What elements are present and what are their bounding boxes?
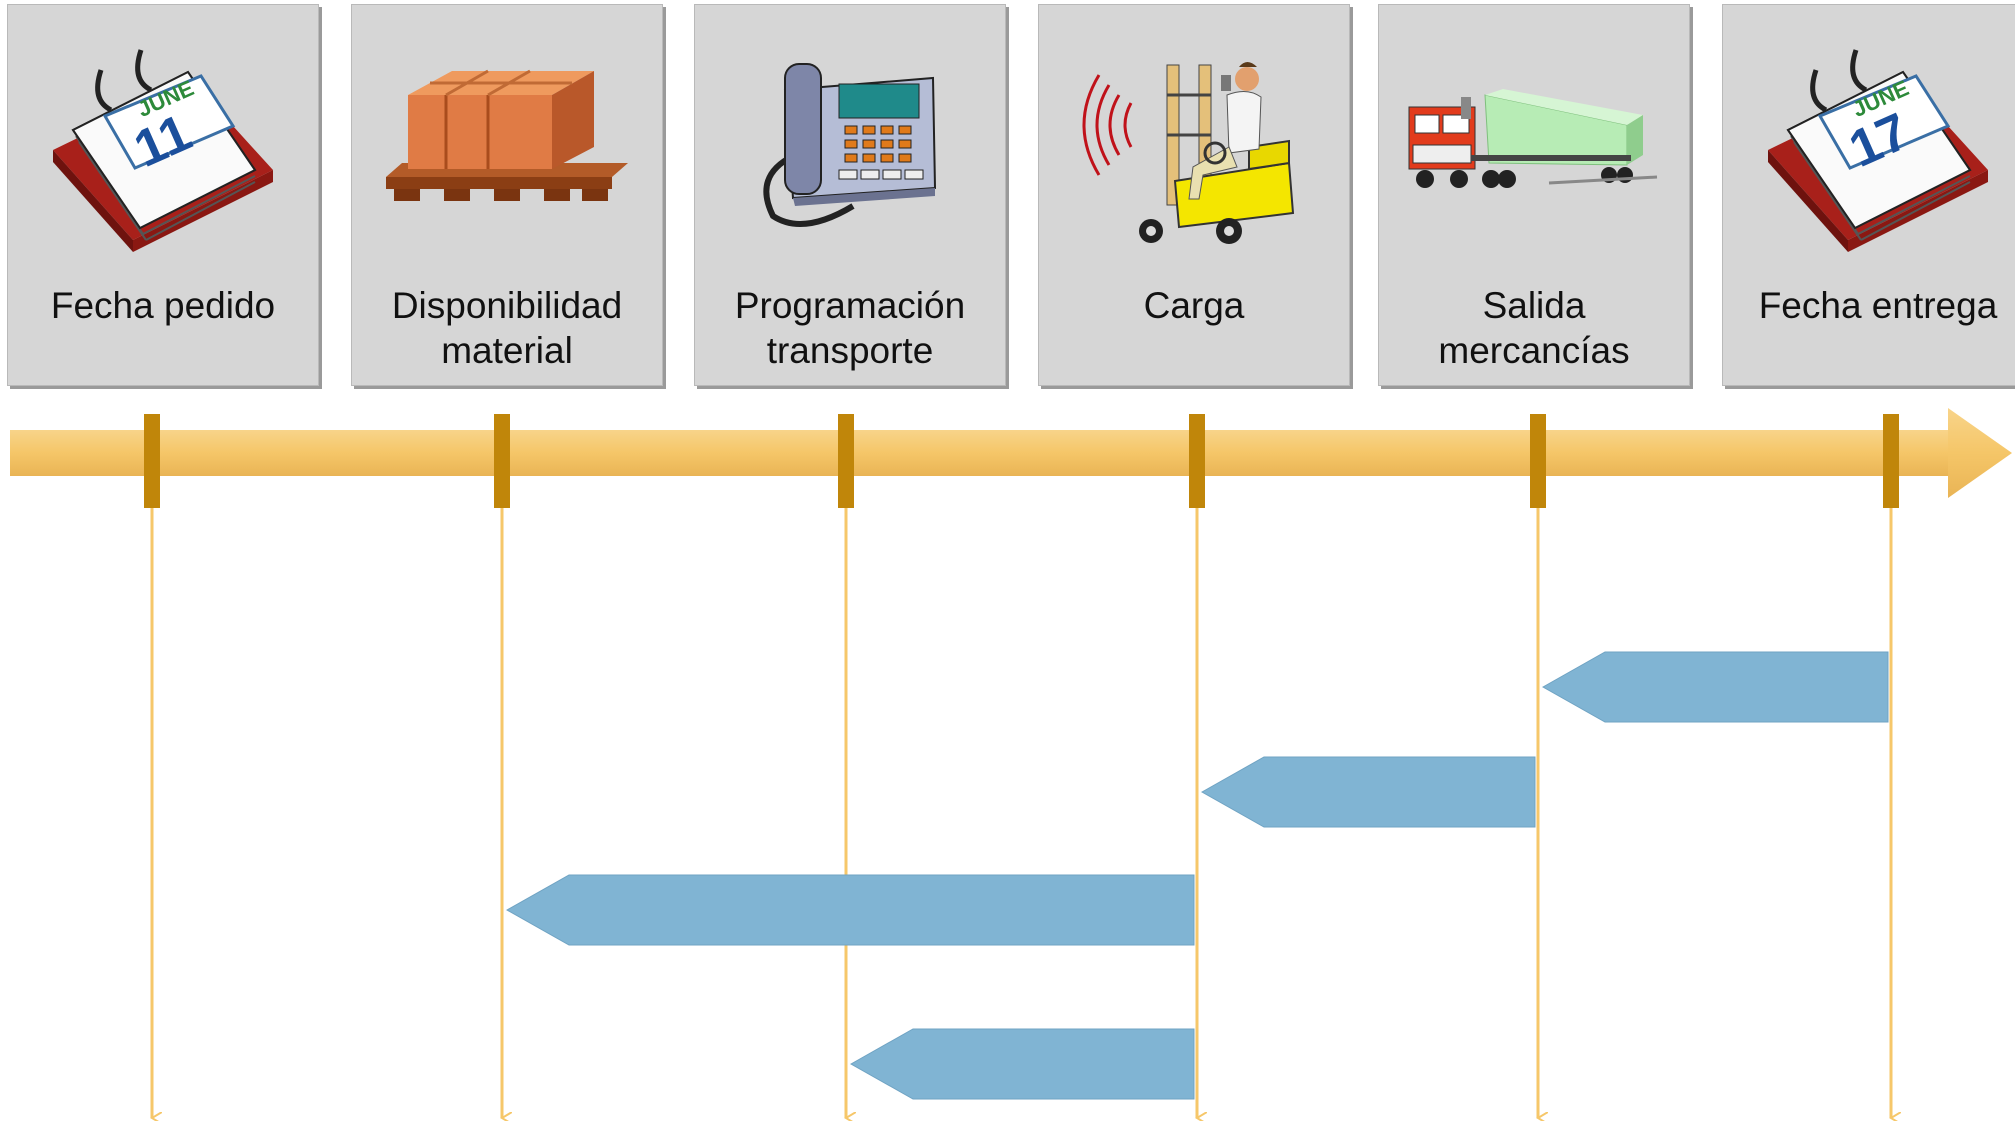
truck-icon: [1379, 25, 1689, 265]
step-card-loading: Carga: [1038, 4, 1350, 386]
interval-bar-loading-goods: [1200, 756, 1536, 828]
timeline-marker-transport: [838, 414, 854, 508]
step-label-delivery: Fecha entrega: [1758, 285, 1998, 326]
forklift-icon: [1039, 25, 1349, 265]
calendar-icon: JUNE 11: [8, 25, 318, 265]
timeline-arrowhead: [1948, 408, 2012, 498]
step-label-loading: Carga: [1143, 285, 1245, 326]
timeline-marker-loading: [1189, 414, 1205, 508]
timeline-marker-delivery: [1883, 414, 1899, 508]
interval-bar-transport-loading: [849, 1028, 1195, 1100]
interval-bar-goods-delivery: [1541, 651, 1889, 723]
step-label-order: Fecha pedido: [50, 285, 276, 326]
step-card-order: JUNE 11 Fecha pedido: [7, 4, 319, 386]
calendar-icon: JUNE 17: [1723, 25, 2015, 265]
timeline-marker-material: [494, 414, 510, 508]
telephone-icon: [695, 25, 1005, 265]
timeline-marker-goods: [1530, 414, 1546, 508]
pallet-boxes-icon: [352, 25, 662, 265]
interval-bar-material-loading: [505, 874, 1195, 946]
timeline-bar: [10, 430, 1950, 476]
step-card-delivery: JUNE 17 Fecha entrega: [1722, 4, 2015, 386]
timeline-marker-order: [144, 414, 160, 508]
